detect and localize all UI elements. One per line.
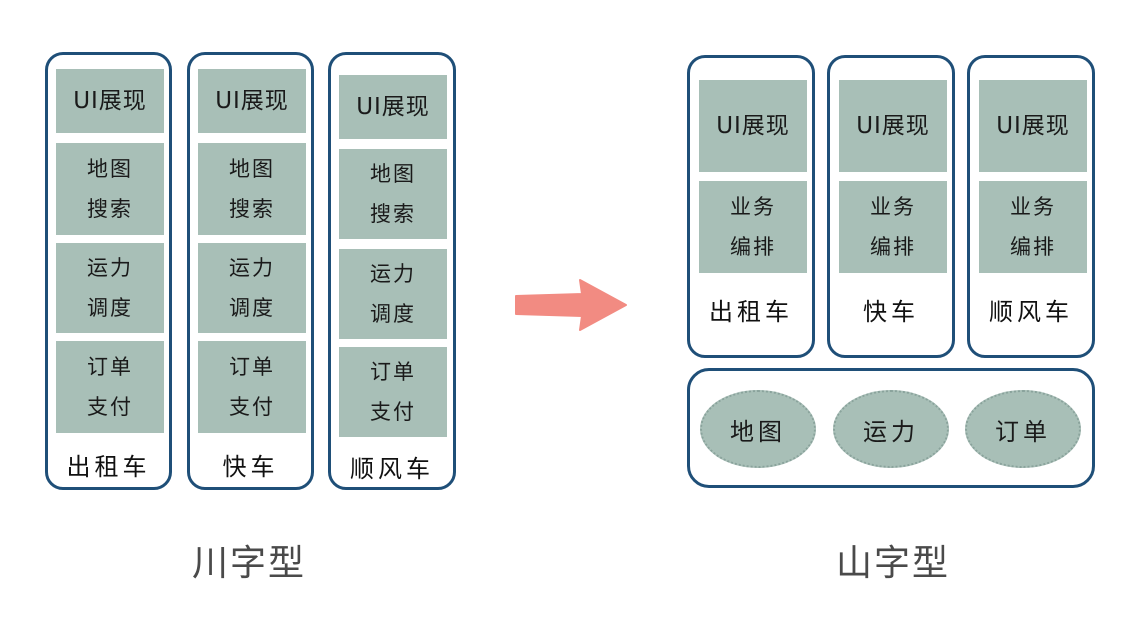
transition-arrow-icon: [515, 279, 627, 331]
column-name: 顺风车: [350, 455, 434, 483]
right-column-express: UI展现 业务 编排 快车: [827, 55, 955, 358]
block-line: 搜索: [229, 197, 275, 221]
column-name: 快车: [222, 453, 279, 481]
block-line: 搜索: [370, 202, 416, 226]
block-line: 支付: [370, 400, 416, 424]
left-caption: 川字型: [192, 543, 307, 584]
block-line: 调度: [229, 296, 275, 320]
business-orchestration-block: 业务 编排: [699, 181, 807, 273]
ui-block: UI展现: [339, 75, 447, 139]
block-line: 订单: [370, 360, 416, 384]
order-payment-block: 订单 支付: [56, 341, 164, 433]
block-line: 支付: [87, 395, 133, 419]
shared-service-order: 订单: [965, 390, 1081, 468]
business-orchestration-block: 业务 编排: [979, 181, 1087, 273]
block-line: 业务: [870, 195, 916, 219]
order-payment-block: 订单 支付: [339, 347, 447, 437]
block-line: 调度: [370, 302, 416, 326]
block-line: 订单: [87, 355, 133, 379]
block-line: 编排: [870, 235, 916, 259]
column-name: 出租车: [709, 298, 793, 326]
block-line: 运力: [87, 256, 133, 280]
order-payment-block: 订单 支付: [198, 341, 306, 433]
left-column-carpool: UI展现 地图 搜索 运力 调度 订单 支付 顺风车: [328, 52, 456, 490]
ui-block: UI展现: [198, 69, 306, 133]
ui-block: UI展现: [699, 80, 807, 172]
column-name: 快车: [863, 298, 919, 326]
business-orchestration-block: 业务 编排: [839, 181, 947, 273]
map-search-block: 地图 搜索: [339, 149, 447, 239]
map-search-block: 地图 搜索: [56, 143, 164, 235]
dispatch-block: 运力 调度: [339, 249, 447, 339]
ui-block-label: UI展现: [356, 94, 430, 120]
block-line: 业务: [730, 195, 776, 219]
dispatch-block: 运力 调度: [198, 243, 306, 333]
ui-block-label: UI展现: [215, 88, 289, 114]
left-column-express: UI展现 地图 搜索 运力 调度 订单 支付 快车: [187, 52, 314, 490]
column-name: 顺风车: [989, 298, 1073, 326]
block-line: 地图: [370, 162, 416, 186]
block-line: 支付: [229, 395, 275, 419]
block-line: 业务: [1010, 195, 1056, 219]
left-column-taxi: UI展现 地图 搜索 运力 调度 订单 支付 出租车: [45, 52, 172, 490]
shared-service-capacity: 运力: [833, 390, 949, 468]
ui-block-label: UI展现: [716, 113, 790, 139]
block-line: 搜索: [87, 197, 133, 221]
map-search-block: 地图 搜索: [198, 143, 306, 235]
ui-block: UI展现: [839, 80, 947, 172]
right-column-taxi: UI展现 业务 编排 出租车: [687, 55, 815, 358]
ui-block-label: UI展现: [856, 113, 930, 139]
right-caption: 山字型: [836, 543, 951, 584]
ui-block: UI展现: [979, 80, 1087, 172]
block-line: 编排: [730, 235, 776, 259]
block-line: 订单: [229, 355, 275, 379]
shared-service-map: 地图: [700, 390, 816, 468]
ui-block-label: UI展现: [996, 113, 1070, 139]
block-line: 地图: [229, 157, 275, 181]
block-line: 运力: [370, 262, 416, 286]
dispatch-block: 运力 调度: [56, 243, 164, 333]
column-name: 出租车: [66, 453, 151, 481]
block-line: 编排: [1010, 235, 1056, 259]
shared-platform: 地图 运力 订单: [687, 368, 1095, 488]
block-line: 地图: [87, 157, 133, 181]
ui-block: UI展现: [56, 69, 164, 133]
block-line: 运力: [229, 256, 275, 280]
right-column-carpool: UI展现 业务 编排 顺风车: [967, 55, 1095, 358]
ui-block-label: UI展现: [73, 88, 147, 114]
block-line: 调度: [87, 296, 133, 320]
